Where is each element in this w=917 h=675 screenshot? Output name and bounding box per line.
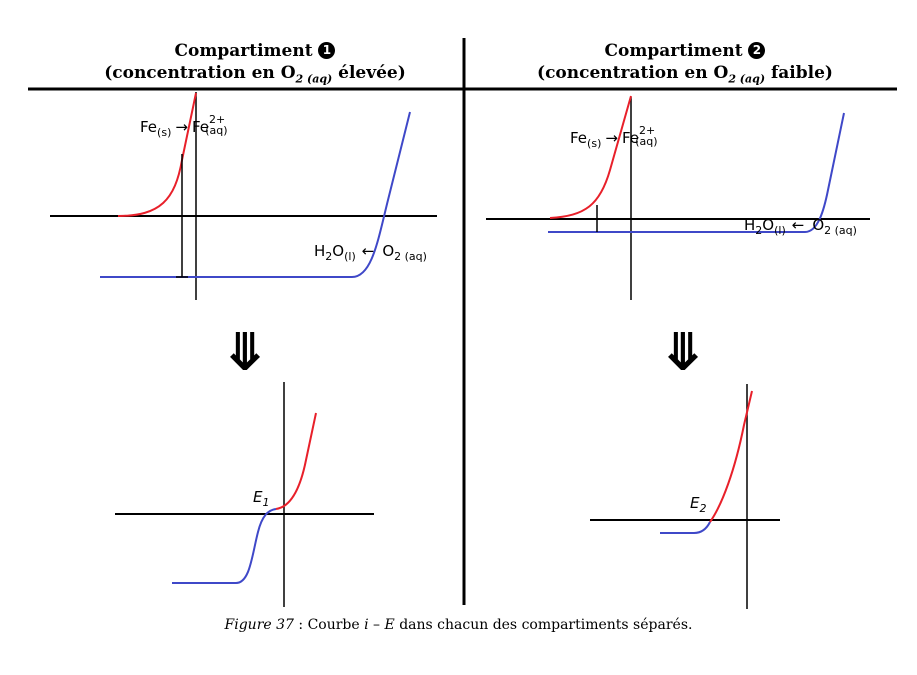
- down-arrow-icon: ⤋: [661, 323, 705, 383]
- anodic-curve: [709, 390, 753, 523]
- left-bottom-graph: E1: [115, 382, 374, 607]
- right-title: Compartiment 2 (concentration en O2 (aq)…: [537, 41, 833, 86]
- anodic-curve: [117, 92, 197, 217]
- down-arrow-icon: ⤋: [223, 323, 267, 383]
- right-bottom-graph: E2: [590, 384, 780, 609]
- left-title: Compartiment 1 (concentration en O2 (aq)…: [104, 41, 406, 86]
- anodic-curve: [549, 95, 632, 219]
- anodic-label: Fe(s)→Fe2+(aq): [570, 124, 658, 150]
- compartment-number-badge: 2: [748, 42, 766, 59]
- potential-label: E1: [253, 488, 269, 509]
- cathodic-curve: [660, 521, 711, 534]
- left-top-graph: Fe(s)→Fe2+(aq) H2O(l)←O2 (aq): [50, 92, 437, 300]
- right-top-graph: Fe(s)→Fe2+(aq) H2O(l)←O2 (aq): [486, 95, 870, 300]
- figure-caption: Figure 37 : Courbe i – E dans chacun des…: [224, 617, 693, 633]
- cathodic-label: H2O(l)←O2 (aq): [744, 216, 857, 237]
- cathodic-curve: [172, 508, 277, 584]
- compartment-number-badge: 1: [318, 42, 336, 59]
- cathodic-curve: [548, 112, 845, 233]
- potential-label: E2: [690, 494, 706, 515]
- anodic-curve: [275, 412, 317, 510]
- cathodic-label: H2O(l)←O2 (aq): [314, 242, 427, 263]
- anodic-label: Fe(s)→Fe2+(aq): [140, 113, 228, 139]
- cathodic-curve: [100, 111, 411, 278]
